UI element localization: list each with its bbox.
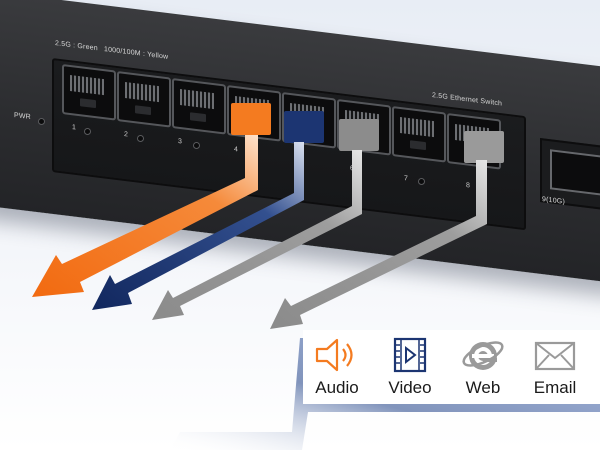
web-label: Web — [465, 378, 501, 397]
video-app: Video — [375, 336, 445, 398]
video-label: Video — [388, 378, 432, 397]
port-led-7 — [418, 178, 425, 185]
email-icon — [534, 341, 576, 371]
web-arrow — [152, 150, 362, 320]
video-port-highlight — [284, 111, 324, 143]
audio-arrow — [32, 135, 258, 297]
video-icon — [393, 337, 427, 373]
port-led-1 — [84, 128, 91, 135]
email-label: Email — [533, 378, 577, 397]
audio-label: Audio — [315, 378, 359, 397]
port-led-3 — [193, 142, 200, 149]
web-icon — [462, 341, 504, 370]
power-led — [38, 118, 45, 125]
email-app: Email — [520, 336, 590, 398]
email-port-highlight — [464, 131, 504, 163]
video-arrow — [92, 142, 304, 310]
web-app: Web — [448, 336, 518, 398]
email-arrow — [270, 160, 487, 329]
audio-port-highlight — [231, 103, 271, 135]
web-port-highlight — [339, 119, 379, 151]
speaker-icon — [315, 338, 353, 372]
port-led-2 — [137, 135, 144, 142]
audio-app: Audio — [302, 336, 372, 398]
